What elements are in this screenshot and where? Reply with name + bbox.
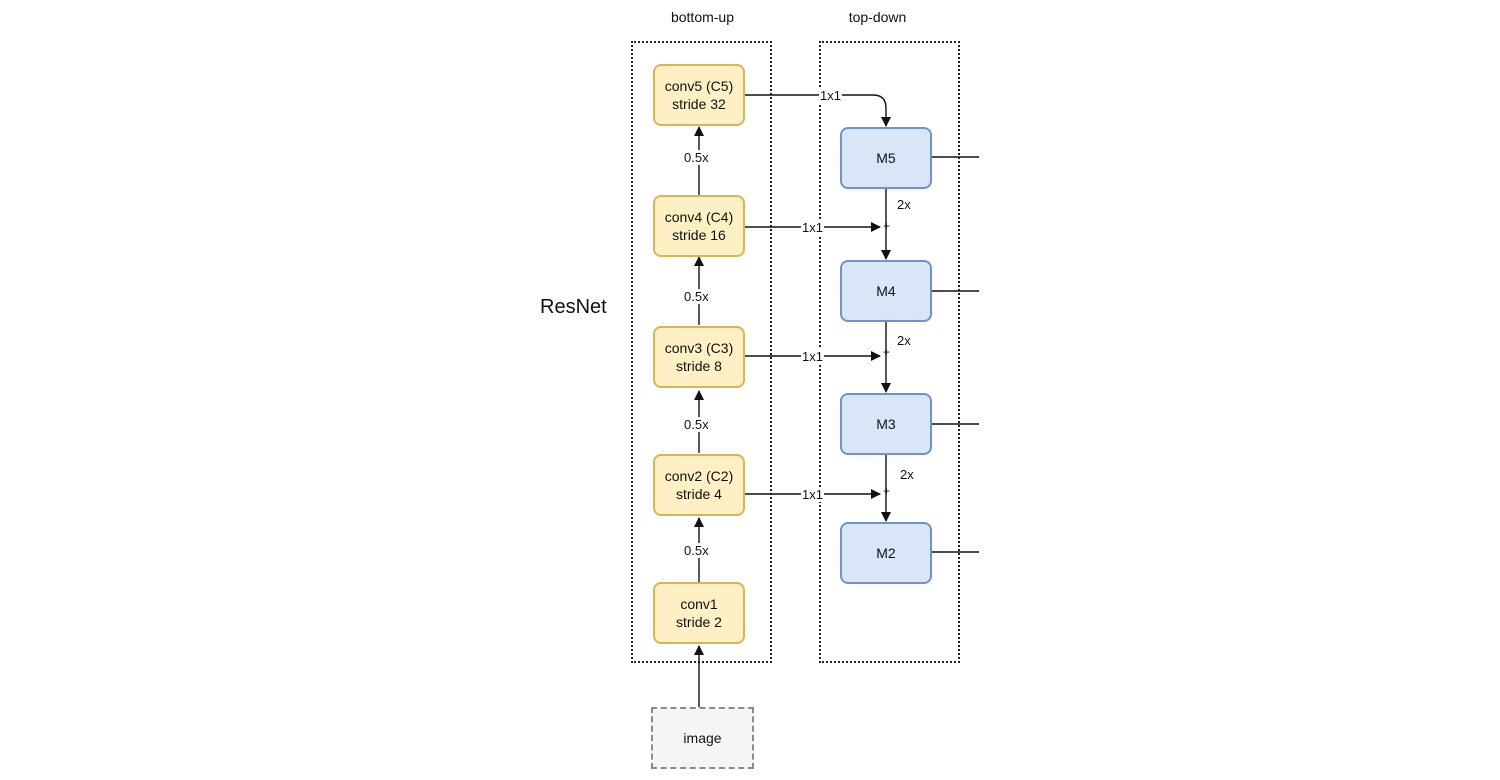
top-down-title: top-down: [848, 9, 907, 25]
m2-block: M2: [840, 522, 932, 584]
conv5-stride: stride 32: [672, 96, 726, 112]
m5-block: M5: [840, 127, 932, 189]
conv1-stride: stride 2: [676, 614, 722, 630]
bottom-up-title: bottom-up: [670, 9, 735, 25]
conv2-block: conv2 (C2) stride 4: [653, 454, 745, 516]
conv3-block: conv3 (C3) stride 8: [653, 326, 745, 388]
downsample-label-c1-c2: 0.5x: [683, 543, 710, 558]
conv4-block: conv4 (C4) stride 16: [653, 195, 745, 257]
downsample-label-c3-c4: 0.5x: [683, 289, 710, 304]
image-label: image: [683, 730, 722, 746]
conv4-stride: stride 16: [672, 227, 726, 243]
upsample-label-m4-m3: 2x: [897, 333, 911, 348]
m5-label: M5: [876, 150, 896, 166]
conv2-name: conv2 (C2): [664, 468, 734, 484]
downsample-label-c4-c5: 0.5x: [683, 150, 710, 165]
lateral-label-c4: 1x1: [801, 220, 824, 235]
lateral-label-c5: 1x1: [819, 88, 842, 103]
m4-label: M4: [876, 283, 896, 299]
merge-plus-m2: +: [883, 484, 891, 498]
m3-label: M3: [876, 416, 896, 432]
conv5-block: conv5 (C5) stride 32: [653, 64, 745, 126]
resnet-label: ResNet: [540, 296, 607, 318]
conv3-name: conv3 (C3): [664, 340, 734, 356]
m3-block: M3: [840, 393, 932, 455]
m2-label: M2: [876, 545, 896, 561]
m4-block: M4: [840, 260, 932, 322]
upsample-label-m5-m4: 2x: [897, 197, 911, 212]
conv4-name: conv4 (C4): [664, 209, 734, 225]
conv1-name: conv1: [680, 596, 718, 612]
lateral-c5-to-m5: [742, 94, 891, 127]
conv3-stride: stride 8: [676, 358, 722, 374]
downsample-label-c2-c3: 0.5x: [683, 417, 710, 432]
conv5-name: conv5 (C5): [664, 78, 734, 94]
merge-plus-m4: +: [883, 219, 891, 233]
lateral-label-c3: 1x1: [801, 349, 824, 364]
conv1-block: conv1 stride 2: [653, 582, 745, 644]
upsample-label-m3-m2: 2x: [900, 467, 914, 482]
image-input-block: image: [651, 707, 754, 769]
conv2-stride: stride 4: [676, 486, 722, 502]
lateral-label-c2: 1x1: [801, 487, 824, 502]
merge-plus-m3: +: [883, 345, 891, 359]
bottom-up-group: [631, 41, 772, 663]
